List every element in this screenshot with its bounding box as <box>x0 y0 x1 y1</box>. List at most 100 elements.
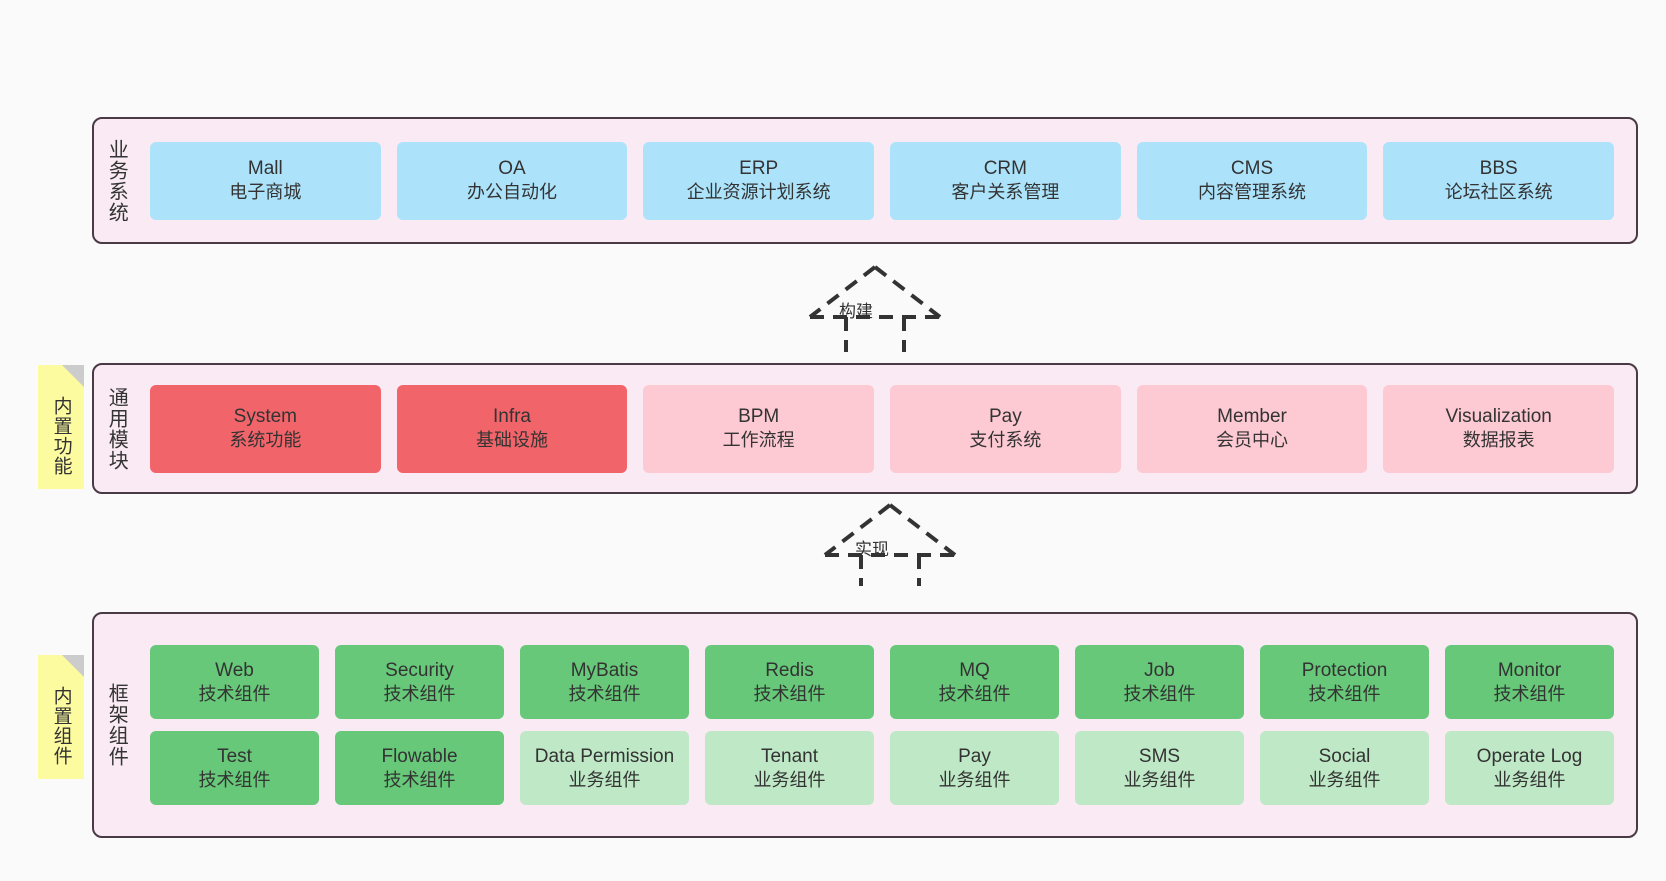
node-erp[interactable]: ERP 企业资源计划系统 <box>643 141 875 220</box>
node-bpm[interactable]: BPM 工作流程 <box>643 384 875 473</box>
node-security-en: Security <box>385 659 454 681</box>
layer-common-modules-body: System 系统功能 Infra 基础设施 BPM 工作流程 Pay 支付系统… <box>138 365 1636 492</box>
node-member-en: Member <box>1217 406 1287 428</box>
layer-common-modules-title: 通用模块 <box>105 386 128 471</box>
sticky-note-builtin-components-label: 内置组件 <box>50 686 72 766</box>
node-pay-module-en: Pay <box>988 406 1022 428</box>
node-sms[interactable]: SMS 业务组件 <box>1075 731 1244 805</box>
layer-framework-components-title: 框架组件 <box>105 683 128 767</box>
node-pay-component-cn: 业务组件 <box>938 769 1011 790</box>
node-security[interactable]: Security 技术组件 <box>335 645 504 719</box>
node-bbs[interactable]: BBS 论坛社区系统 <box>1383 141 1615 220</box>
node-system-cn: 系统功能 <box>229 430 302 451</box>
node-crm-en: CRM <box>983 158 1027 180</box>
connector-implement-arrow <box>823 503 957 586</box>
node-system-en: System <box>233 406 298 428</box>
node-erp-en: ERP <box>739 158 779 180</box>
node-flowable-en: Flowable <box>381 745 458 767</box>
node-member-cn: 会员中心 <box>1216 430 1289 451</box>
connector-implement-arrowhead-right <box>888 503 957 557</box>
connector-implement-label: 实现 <box>855 540 889 559</box>
node-visualization-en: Visualization <box>1445 406 1552 428</box>
framework-row-business: Test 技术组件 Flowable 技术组件 Data Permission … <box>142 731 1622 805</box>
node-crm-cn: 客户关系管理 <box>951 182 1060 203</box>
node-data-permission-cn: 业务组件 <box>568 769 641 790</box>
node-crm[interactable]: CRM 客户关系管理 <box>890 141 1121 220</box>
node-redis-cn: 技术组件 <box>753 683 826 704</box>
node-pay-component[interactable]: Pay 业务组件 <box>890 731 1059 805</box>
node-pay-component-en: Pay <box>958 745 991 767</box>
node-monitor-cn: 技术组件 <box>1493 683 1566 704</box>
node-monitor[interactable]: Monitor 技术组件 <box>1445 645 1614 719</box>
node-test-en: Test <box>217 745 252 767</box>
node-visualization[interactable]: Visualization 数据报表 <box>1383 384 1615 473</box>
node-infra-cn: 基础设施 <box>476 430 548 451</box>
node-redis[interactable]: Redis 技术组件 <box>705 645 874 719</box>
node-visualization-cn: 数据报表 <box>1462 430 1535 451</box>
node-job[interactable]: Job 技术组件 <box>1075 645 1244 719</box>
node-security-cn: 技术组件 <box>383 683 456 704</box>
node-tenant[interactable]: Tenant 业务组件 <box>705 731 874 805</box>
node-data-permission-en: Data Permission <box>534 745 675 767</box>
layer-framework-components-body: Web 技术组件 Security 技术组件 MyBatis 技术组件 Redi… <box>138 614 1636 836</box>
node-sms-cn: 业务组件 <box>1123 769 1196 790</box>
node-oa[interactable]: OA 办公自动化 <box>396 141 628 220</box>
node-redis-en: Redis <box>765 659 814 681</box>
node-member[interactable]: Member 会员中心 <box>1136 384 1368 473</box>
sticky-note-builtin-features-label: 内置功能 <box>50 396 72 476</box>
node-operate-log[interactable]: Operate Log 业务组件 <box>1445 731 1614 805</box>
node-tenant-en: Tenant <box>760 745 819 767</box>
node-cms-en: CMS <box>1230 158 1274 180</box>
node-tenant-cn: 业务组件 <box>753 769 826 790</box>
node-mq-cn: 技术组件 <box>938 683 1011 704</box>
node-mybatis-en: MyBatis <box>570 659 639 681</box>
node-bbs-en: BBS <box>1479 158 1518 180</box>
connector-build-arrow <box>808 265 942 352</box>
node-sms-en: SMS <box>1138 745 1181 767</box>
node-mq[interactable]: MQ 技术组件 <box>890 645 1059 719</box>
node-web[interactable]: Web 技术组件 <box>150 645 319 719</box>
node-test-cn: 技术组件 <box>198 769 271 790</box>
node-pay-module[interactable]: Pay 支付系统 <box>890 384 1121 473</box>
node-mall[interactable]: Mall 电子商城 <box>150 141 381 220</box>
node-data-permission[interactable]: Data Permission 业务组件 <box>520 731 689 805</box>
node-job-cn: 技术组件 <box>1123 683 1196 704</box>
layer-business-systems-title: 业务系统 <box>105 138 128 223</box>
layer-business-systems-body: Mall 电子商城 OA 办公自动化 ERP 企业资源计划系统 CRM 客户关系… <box>138 119 1636 242</box>
node-mq-en: MQ <box>959 659 990 681</box>
sticky-note-builtin-features: 内置功能 <box>38 365 84 489</box>
connector-build-arrowhead-right <box>873 265 942 319</box>
node-flowable[interactable]: Flowable 技术组件 <box>335 731 504 805</box>
node-social-en: Social <box>1318 745 1371 767</box>
node-operate-log-en: Operate Log <box>1476 745 1583 767</box>
node-test[interactable]: Test 技术组件 <box>150 731 319 805</box>
node-bbs-cn: 论坛社区系统 <box>1444 182 1553 203</box>
sticky-fold-corner-icon <box>62 655 84 677</box>
sticky-fold-corner-icon <box>62 365 84 387</box>
node-erp-cn: 企业资源计划系统 <box>686 182 831 203</box>
node-bpm-en: BPM <box>738 406 780 428</box>
node-job-en: Job <box>1144 659 1175 681</box>
node-protection-cn: 技术组件 <box>1308 683 1381 704</box>
node-infra-en: Infra <box>492 406 532 428</box>
node-pay-module-cn: 支付系统 <box>969 430 1042 451</box>
framework-row-technical: Web 技术组件 Security 技术组件 MyBatis 技术组件 Redi… <box>142 645 1622 719</box>
node-social-cn: 业务组件 <box>1308 769 1381 790</box>
layer-common-modules: 通用模块 System 系统功能 Infra 基础设施 BPM 工作流程 Pay… <box>92 363 1638 494</box>
node-cms[interactable]: CMS 内容管理系统 <box>1136 141 1368 220</box>
node-protection[interactable]: Protection 技术组件 <box>1260 645 1429 719</box>
node-social[interactable]: Social 业务组件 <box>1260 731 1429 805</box>
layer-framework-components: 框架组件 Web 技术组件 Security 技术组件 MyBatis 技术组件… <box>92 612 1638 838</box>
node-infra[interactable]: Infra 基础设施 <box>396 384 628 473</box>
node-bpm-cn: 工作流程 <box>722 430 795 451</box>
node-protection-en: Protection <box>1301 659 1388 681</box>
connector-build-label: 构建 <box>839 302 873 321</box>
node-monitor-en: Monitor <box>1497 659 1562 681</box>
node-oa-cn: 办公自动化 <box>467 182 557 203</box>
node-mybatis[interactable]: MyBatis 技术组件 <box>520 645 689 719</box>
node-system[interactable]: System 系统功能 <box>150 384 381 473</box>
node-operate-log-cn: 业务组件 <box>1493 769 1566 790</box>
node-mall-cn: 电子商城 <box>229 182 302 203</box>
node-mall-en: Mall <box>247 158 283 180</box>
